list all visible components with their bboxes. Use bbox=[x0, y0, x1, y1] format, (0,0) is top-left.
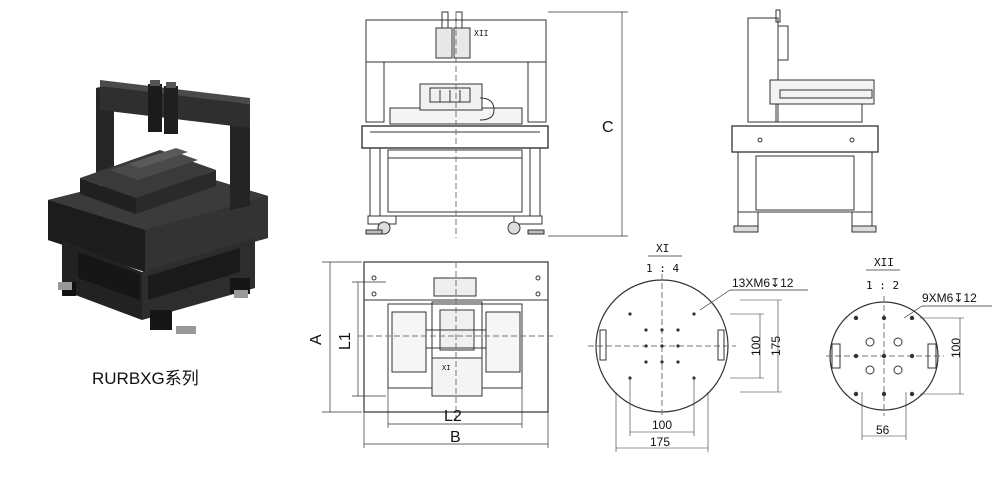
detail-xii-hole-callout: 9XM6↧12 bbox=[922, 291, 977, 305]
top-view bbox=[322, 261, 554, 448]
hole-marker bbox=[644, 360, 648, 364]
detail-xi-hole-callout: 13XM6↧12 bbox=[732, 276, 794, 290]
hole-marker bbox=[644, 328, 648, 332]
hole-marker bbox=[881, 315, 887, 321]
hole-marker bbox=[881, 353, 887, 359]
hole-marker bbox=[628, 312, 632, 316]
dimension-c: C bbox=[602, 119, 614, 136]
detail-xi-dim-inner-h: 100 bbox=[749, 336, 763, 356]
hole-marker bbox=[660, 360, 664, 364]
hole-marker bbox=[676, 344, 680, 348]
dimension-a: A bbox=[308, 334, 325, 345]
detail-xi-dim-outer-w: 175 bbox=[650, 435, 670, 449]
hole-marker bbox=[660, 344, 664, 348]
series-label: RURBXG系列 bbox=[92, 369, 199, 388]
detail-xi bbox=[588, 255, 808, 452]
detail-xi-name: XI bbox=[656, 242, 669, 255]
side-view bbox=[731, 9, 879, 233]
detail-xii-name: XII bbox=[874, 256, 894, 269]
hole-marker bbox=[660, 328, 664, 332]
hole-marker bbox=[853, 315, 859, 321]
hole-marker bbox=[881, 391, 887, 397]
hole-marker bbox=[676, 360, 680, 364]
hole-marker bbox=[853, 353, 859, 359]
dimension-l1: L1 bbox=[337, 332, 354, 350]
detail-xi-dim-inner-w: 100 bbox=[652, 418, 672, 432]
detail-xi-dim-outer-h: 175 bbox=[769, 336, 783, 356]
detail-xii-dim-w: 56 bbox=[876, 423, 890, 437]
hole-marker bbox=[644, 344, 648, 348]
dimension-l2: L2 bbox=[444, 408, 462, 425]
hole-marker bbox=[676, 328, 680, 332]
hole-marker bbox=[853, 391, 859, 397]
dimension-b: B bbox=[450, 429, 461, 446]
hole-marker bbox=[909, 391, 915, 397]
machine-render bbox=[48, 80, 268, 334]
detail-xi-scale: 1 : 4 bbox=[646, 262, 679, 275]
hole-marker bbox=[909, 315, 915, 321]
detail-xii bbox=[826, 269, 992, 440]
top-detail-tag: XI bbox=[442, 364, 450, 372]
detail-xii-scale: 1 : 2 bbox=[866, 279, 899, 292]
front-view bbox=[361, 11, 628, 238]
front-detail-tag: XII bbox=[474, 29, 489, 38]
hole-marker bbox=[692, 312, 696, 316]
detail-xii-dim-h: 100 bbox=[949, 338, 963, 358]
hole-marker bbox=[909, 353, 915, 359]
